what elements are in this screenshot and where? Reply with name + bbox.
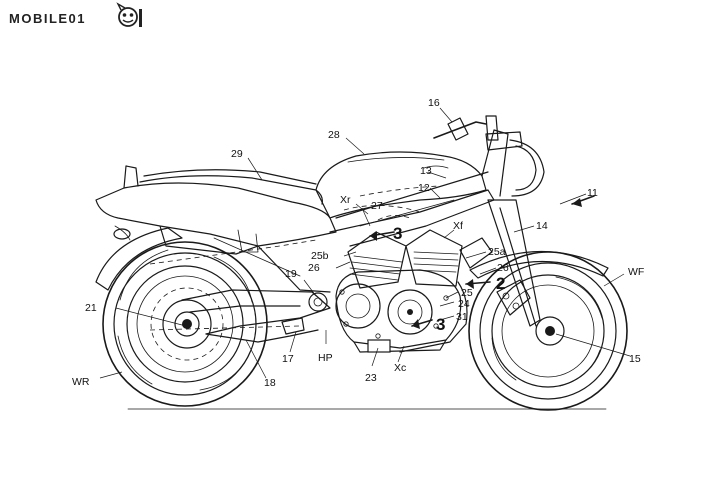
label-26-left: 26 [308,262,320,274]
label-xr: Xr [340,194,351,206]
label-31: 31 [456,311,468,323]
label-11: 11 [587,187,598,199]
label-17: 17 [282,353,294,365]
label-27: 27 [371,200,383,212]
mobile01-face-logo [116,2,142,27]
section-mark-2: 2 [496,274,505,293]
handlebar [433,115,499,141]
frame [149,171,495,331]
fuel-tank [315,151,487,219]
rear-fender [95,225,183,291]
label-26-right: 26 [497,262,509,274]
logo-text: MOBILE01 [9,11,86,26]
label-23: 23 [365,372,377,384]
section-mark-3-lower: 3 [436,315,445,334]
label-19: 19 [285,268,297,280]
logo: MOBILE01 [9,2,142,27]
label-13: 13 [420,165,432,177]
label-14: 14 [536,220,548,232]
label-xc: Xc [394,362,406,374]
label-29: 29 [231,148,243,160]
section-mark-3-upper: 3 [393,224,402,243]
label-16: 16 [428,97,440,109]
label-12: 12 [418,182,430,194]
rear-wheel [102,241,268,407]
headlight [509,139,545,197]
label-wr: WR [72,376,90,388]
label-18: 18 [264,377,276,389]
label-24: 24 [458,298,470,310]
front-wheel [468,250,628,411]
label-25a: 25a [488,246,506,258]
leader-lines [99,107,631,379]
section-arrows [369,195,595,329]
label-15: 15 [629,353,641,365]
label-28: 28 [328,129,340,141]
label-21: 21 [85,302,97,314]
label-hp: HP [318,352,333,364]
label-xf: Xf [453,220,463,232]
label-25b: 25b [311,250,329,262]
reference-labels: 16 28 29 13 12 11 Xr 27 Xf 14 3 25b 25a … [72,97,644,389]
swing-arm [181,289,331,343]
label-25: 25 [461,287,473,299]
front-fork [481,129,541,327]
label-wf: WF [628,266,644,278]
